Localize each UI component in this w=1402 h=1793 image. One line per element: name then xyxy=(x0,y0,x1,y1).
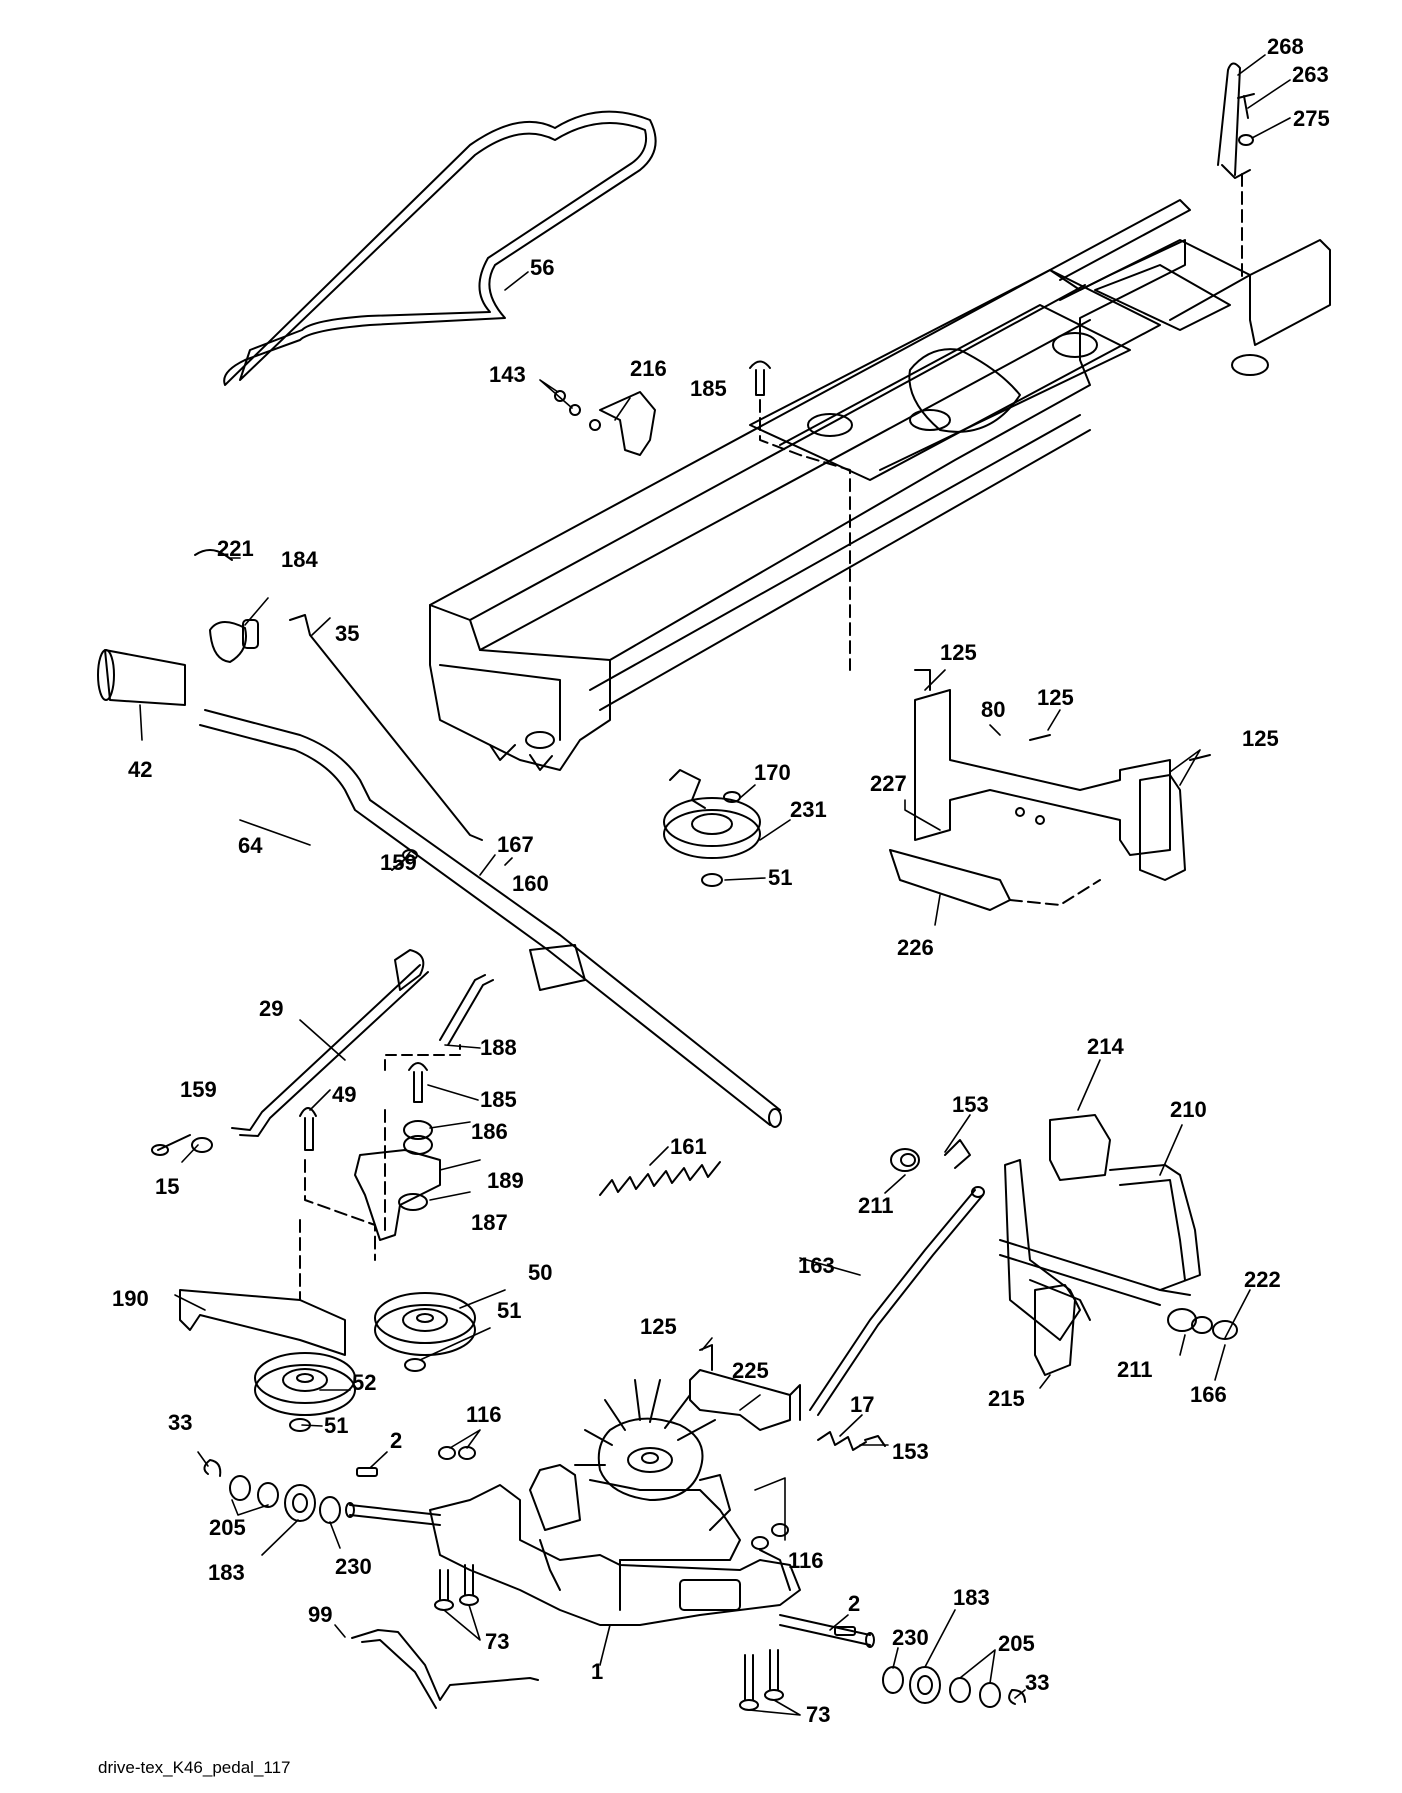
callout-49: 49 xyxy=(332,1082,356,1107)
callout-51-mid: 51 xyxy=(497,1298,521,1323)
pedal-assembly xyxy=(809,1114,1238,1451)
hitch-pin xyxy=(1217,62,1255,281)
callout-153-low: 153 xyxy=(892,1439,929,1464)
leader-lines xyxy=(139,54,1291,1716)
callout-153-top: 153 xyxy=(952,1092,989,1117)
idler-bracket-189 xyxy=(299,1044,461,1301)
callout-51-right: 51 xyxy=(768,865,792,890)
callout-170: 170 xyxy=(754,760,791,785)
rod-99 xyxy=(351,1629,539,1709)
callout-226: 226 xyxy=(897,935,934,960)
callout-125-a: 125 xyxy=(940,640,977,665)
bracket-190 xyxy=(179,1289,346,1356)
callout-52: 52 xyxy=(352,1370,376,1395)
callout-211-right: 211 xyxy=(1117,1357,1153,1382)
callout-275: 275 xyxy=(1293,106,1330,131)
callout-211-left: 211 xyxy=(858,1193,894,1218)
callout-166: 166 xyxy=(1190,1382,1227,1407)
callout-56: 56 xyxy=(530,255,554,280)
drive-belt xyxy=(223,110,657,386)
callout-227: 227 xyxy=(870,771,907,796)
callout-116-right: 116 xyxy=(788,1548,824,1573)
callout-231: 231 xyxy=(790,797,827,822)
callout-230-right: 230 xyxy=(892,1625,929,1650)
diagram-caption: drive-tex_K46_pedal_117 xyxy=(98,1758,291,1777)
callout-51-low: 51 xyxy=(324,1413,348,1438)
callout-80: 80 xyxy=(981,697,1005,722)
pedal-shaft-assembly xyxy=(97,549,782,1128)
callout-263: 263 xyxy=(1292,62,1329,87)
callout-17: 17 xyxy=(850,1392,874,1417)
callout-33-left: 33 xyxy=(168,1410,192,1435)
callout-216: 216 xyxy=(630,356,667,381)
callout-268: 268 xyxy=(1267,34,1304,59)
callout-143: 143 xyxy=(489,362,526,387)
callout-190: 190 xyxy=(112,1286,149,1311)
pulley-231 xyxy=(663,769,761,887)
callout-167: 167 xyxy=(497,832,534,857)
callout-210: 210 xyxy=(1170,1097,1207,1122)
transaxle xyxy=(345,1379,875,1648)
axle-washers-left xyxy=(203,1459,378,1524)
callout-2-right: 2 xyxy=(848,1591,860,1616)
callout-163: 163 xyxy=(798,1253,835,1278)
callout-161: 161 xyxy=(670,1134,707,1159)
callout-1: 1 xyxy=(591,1659,603,1684)
callout-160: 160 xyxy=(512,871,549,896)
callout-2-left: 2 xyxy=(390,1428,402,1453)
callout-186: 186 xyxy=(471,1119,508,1144)
callout-42: 42 xyxy=(128,757,152,782)
callout-189: 189 xyxy=(487,1168,524,1193)
callout-125-center: 125 xyxy=(640,1314,677,1339)
callout-35: 35 xyxy=(335,621,359,646)
bracket-216 xyxy=(554,390,656,456)
callout-116-left: 116 xyxy=(466,1402,502,1427)
callout-230-left: 230 xyxy=(335,1554,372,1579)
callout-205-right: 205 xyxy=(998,1631,1035,1656)
callout-64: 64 xyxy=(238,833,263,858)
callout-50: 50 xyxy=(528,1260,552,1285)
callout-185-top: 185 xyxy=(690,376,727,401)
callout-125-c: 125 xyxy=(1242,726,1279,751)
callout-215: 215 xyxy=(988,1386,1025,1411)
callout-73-right: 73 xyxy=(806,1702,830,1727)
callout-225: 225 xyxy=(732,1358,769,1383)
callout-183-left: 183 xyxy=(208,1560,245,1585)
callout-205-left: 205 xyxy=(209,1515,246,1540)
frame-chassis xyxy=(429,199,1331,771)
callout-159-top: 159 xyxy=(380,850,417,875)
callout-184: 184 xyxy=(281,547,318,572)
pulley-52 xyxy=(254,1352,356,1432)
spring-161 xyxy=(599,1161,721,1196)
callout-214: 214 xyxy=(1087,1034,1124,1059)
callout-222: 222 xyxy=(1244,1267,1281,1292)
bolt-185-upper xyxy=(749,360,851,671)
callout-187: 187 xyxy=(471,1210,508,1235)
callout-33-right: 33 xyxy=(1025,1670,1049,1695)
callout-159-left: 159 xyxy=(180,1077,217,1102)
callout-labels: 268 263 275 56 143 216 185 221 184 35 42… xyxy=(112,34,1330,1727)
callout-221: 221 xyxy=(217,536,254,561)
callout-99: 99 xyxy=(308,1602,332,1627)
pulley-50 xyxy=(374,1292,476,1372)
cotter-pin-159 xyxy=(151,849,418,1156)
callout-73-left: 73 xyxy=(485,1629,509,1654)
rod-29 xyxy=(231,964,494,1137)
callout-188: 188 xyxy=(480,1035,517,1060)
callout-15: 15 xyxy=(155,1174,179,1199)
callout-125-b: 125 xyxy=(1037,685,1074,710)
callout-29: 29 xyxy=(259,996,283,1021)
axle-washers-right xyxy=(834,1626,1026,1708)
bracket-80 xyxy=(889,669,1211,911)
callout-183-right: 183 xyxy=(953,1585,990,1610)
callout-185-mid: 185 xyxy=(480,1087,517,1112)
